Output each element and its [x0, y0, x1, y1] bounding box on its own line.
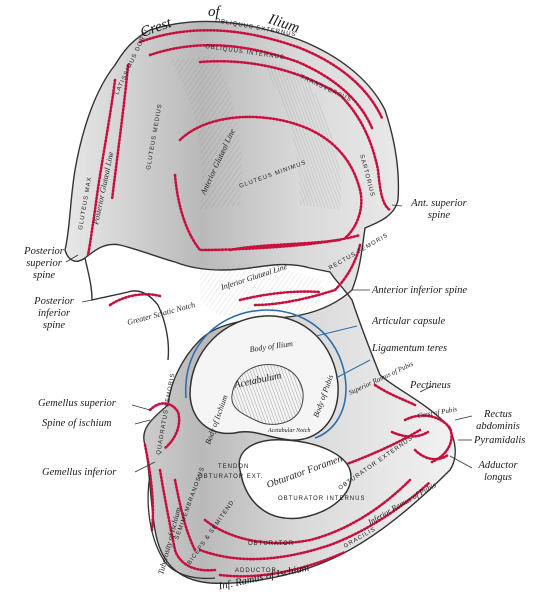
label-articular-capsule: Articular capsule	[372, 316, 446, 327]
label-acetabular-notch: Acetabular Notch	[267, 428, 311, 434]
label-gemellus-superior: Gemellus superior	[38, 398, 116, 409]
label-obturator-internus: OBTURATOR INTERNUS	[278, 496, 365, 502]
ischial-tuberosity	[147, 474, 216, 580]
wing-shading-2	[260, 60, 341, 210]
label-anterior-inferior-spine: Anterior inferior spine	[372, 285, 468, 296]
obturator-foramen	[238, 439, 352, 520]
label-obturator: OBTURATOR	[248, 541, 294, 547]
label-posterior-superior-spine: Posterior superior spine	[24, 246, 64, 281]
teres-pointer	[335, 359, 371, 379]
capsule-pointer	[315, 325, 358, 337]
label-spine-of-ischium: Spine of ischium	[42, 418, 112, 429]
muscle-attachment-lines	[86, 29, 453, 578]
label-adductor: ADDUCTOR	[235, 568, 277, 574]
leader-lines	[65, 204, 473, 473]
label-adductor-longus: Adductor longus	[478, 460, 518, 483]
label-ant-superior-spine: Ant. superior spine	[411, 198, 467, 221]
label-obturator-ext: OBTURATOR EXT.	[198, 474, 263, 480]
acetabular-fossa	[231, 364, 304, 425]
wing-shading	[170, 55, 242, 210]
label-rectus-abdominis: Rectus abdominis	[476, 409, 520, 432]
label-of: of	[208, 4, 220, 20]
label-greater-sciatic-notch: Greater Sciatic Notch	[126, 300, 196, 327]
label-pectineus: Pectineus	[410, 380, 451, 391]
label-gemellus-inferior: Gemellus inferior	[42, 467, 117, 478]
label-ligamentum-teres: Ligamentum teres	[372, 343, 448, 354]
label-pyramidalis: Pyramidalis	[474, 435, 526, 446]
articular-capsule	[185, 309, 347, 439]
lower-body-shading	[200, 264, 323, 319]
label-tendon: TENDON	[218, 464, 249, 470]
posterior-border	[84, 257, 170, 361]
label-posterior-inferior-spine: Posterior inferior spine	[34, 296, 74, 331]
